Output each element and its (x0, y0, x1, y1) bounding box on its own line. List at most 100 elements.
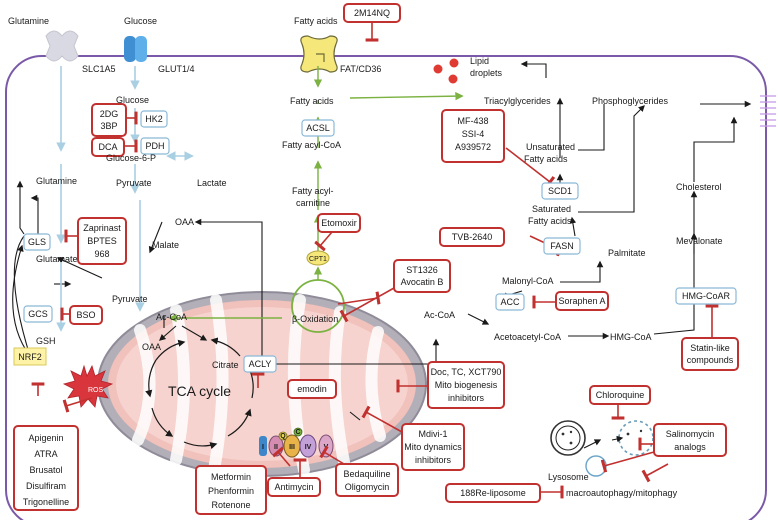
complex-label-1: I (262, 444, 264, 451)
acc-box (495, 293, 525, 311)
inhibitor-3bp: 3BP (100, 121, 117, 131)
complex-label-3: III (289, 444, 295, 451)
oaa-top-label: OAA (175, 217, 194, 227)
inhibitor-avocatin: Avocatin B (401, 277, 444, 287)
slc1a5-transporter-icon (45, 30, 79, 62)
cpt1-icon (306, 250, 330, 266)
ac-coa-mito-label: Ac-CoA (156, 312, 187, 322)
inhibitor-a939572: A939572 (455, 142, 491, 152)
scd1-label: SCD1 (548, 186, 572, 196)
inhibitor-ssi4: SSI-4 (462, 129, 485, 139)
inhibitor-bedaquiline: Bedaquiline (343, 469, 390, 479)
inhibitor-bso: BSO (76, 310, 95, 320)
inhibitor-968: 968 (94, 249, 109, 259)
glutamine-extracellular-label: Glutamine (8, 16, 49, 26)
cell-membrane (5, 55, 767, 520)
glucose-label: Glucose (116, 95, 149, 105)
scd1-box (541, 182, 579, 200)
acc-label: ACC (500, 297, 520, 307)
citrate-label: Citrate (212, 360, 239, 370)
fat-cd36-label: FAT/CD36 (340, 64, 381, 74)
complex-label-c: C (295, 429, 300, 436)
inhibitor-mf438: MF-438 (457, 116, 488, 126)
hmgcoar-box (675, 287, 737, 305)
inhibitor-boxes (13, 3, 739, 515)
inhibitor-disulfiram: Disulfiram (26, 481, 66, 491)
palmitate-label: Palmitate (608, 248, 646, 258)
nrf2-box (13, 347, 47, 366)
fatty-acids-label: Fatty acids (290, 96, 334, 106)
inhibitor-dca: DCA (98, 142, 117, 152)
lactate-label: Lactate (197, 178, 227, 188)
fatty-acyl-carnitine-label-2: carnitine (296, 198, 330, 208)
acsl-box (301, 119, 335, 137)
glutamine-label: Glutamine (36, 176, 77, 186)
glut-transporter-icon (124, 36, 147, 62)
tca-label: TCA cycle (168, 383, 231, 399)
inhibitor-salinomycin: Salinomycin (666, 429, 715, 439)
complex-label-5: V (324, 444, 329, 451)
inhibitor-atra: ATRA (34, 449, 57, 459)
gls-label: GLS (28, 237, 46, 247)
triacylglycerides-label: Triacylglycerides (484, 96, 551, 106)
ac-coa-cyto-label: Ac-CoA (424, 310, 455, 320)
phosphoglycerides-label: Phosphoglycerides (592, 96, 669, 106)
gcs-box (23, 305, 53, 323)
complex-label-4: IV (305, 444, 312, 451)
fatty-acids-extracellular-label: Fatty acids (294, 16, 338, 26)
mevalonate-label: Mevalonate (676, 236, 723, 246)
inhibitor-phenformin: Phenformin (208, 486, 254, 496)
malonyl-coa-label: Malonyl-CoA (502, 276, 554, 286)
acly-box (243, 355, 277, 373)
inhibitor-mito-dynamics: Mito dynamics (404, 442, 462, 452)
unsat-fa-label-2: Fatty acids (524, 154, 568, 164)
sat-fa-label-2: Fatty acids (528, 216, 572, 226)
nrf2-label: NRF2 (18, 352, 42, 362)
inhibitor-statin-2: compounds (687, 355, 734, 365)
inhibitor-rotenone: Rotenone (211, 500, 250, 510)
hk2-label: HK2 (145, 114, 163, 124)
inhibitor-st1326: ST1326 (406, 265, 438, 275)
hmg-coa-label: HMG-CoA (610, 332, 652, 342)
inhibitor-emodin: emodin (297, 384, 327, 394)
pyruvate-mito-label: Pyruvate (112, 294, 148, 304)
inhibitor-zaprinast: Zaprinast (83, 223, 121, 233)
lipid-droplets-label-2: droplets (470, 68, 503, 78)
ros-label: ROS (88, 387, 104, 394)
complex-label-2: II (274, 444, 278, 451)
gsh-label: GSH (36, 336, 56, 346)
pyruvate-label: Pyruvate (116, 178, 152, 188)
inhibitor-oligomycin: Oligomycin (345, 482, 390, 492)
acly-label: ACLY (249, 359, 272, 369)
pathway-arrows (12, 60, 752, 449)
inhibitor-trigonelline: Trigonelline (23, 497, 69, 507)
glucose-extracellular-label: Glucose (124, 16, 157, 26)
cholesterol-label: Cholesterol (676, 182, 722, 192)
inhibitor-mdivi-inhibitors: inhibitors (415, 455, 452, 465)
acetoacetyl-coa-label: Acetoacetyl-CoA (494, 332, 561, 342)
cpt1-label: CPT1 (309, 256, 327, 263)
inhibitor-2m14nq: 2M14NQ (354, 8, 390, 18)
glutamate-label: Glutamate (36, 254, 78, 264)
inhibition-lines (31, 22, 719, 499)
beta-oxidation-label: β-Oxidation (292, 314, 338, 324)
pdh-box (140, 137, 170, 155)
complex-label-q: Q (280, 433, 286, 440)
glucose-6-p-label: Glucose-6-P (106, 153, 156, 163)
inhibitor-bptes: BPTES (87, 236, 117, 246)
inhibitor-188re: 188Re-liposome (460, 488, 526, 498)
membrane-lipid-icon (760, 95, 776, 127)
inhibitor-etomoxir: Etomoxir (321, 218, 357, 228)
hmgcoar-label: HMG-CoAR (682, 291, 731, 301)
inhibitor-statin-1: Statin-like (690, 343, 730, 353)
inhibitor-doc-inhibitors: inhibitors (448, 393, 485, 403)
inhibitor-metformin: Metformin (211, 472, 251, 482)
inhibitor-brusatol: Brusatol (29, 465, 62, 475)
oaa-mito-label: OAA (142, 342, 161, 352)
inhibitor-tvb2640: TVB-2640 (452, 232, 493, 242)
autophagy-label: macroautophagy/mitophagy (566, 488, 678, 498)
inhibitor-apigenin: Apigenin (28, 433, 63, 443)
mitochondrion (97, 291, 427, 477)
